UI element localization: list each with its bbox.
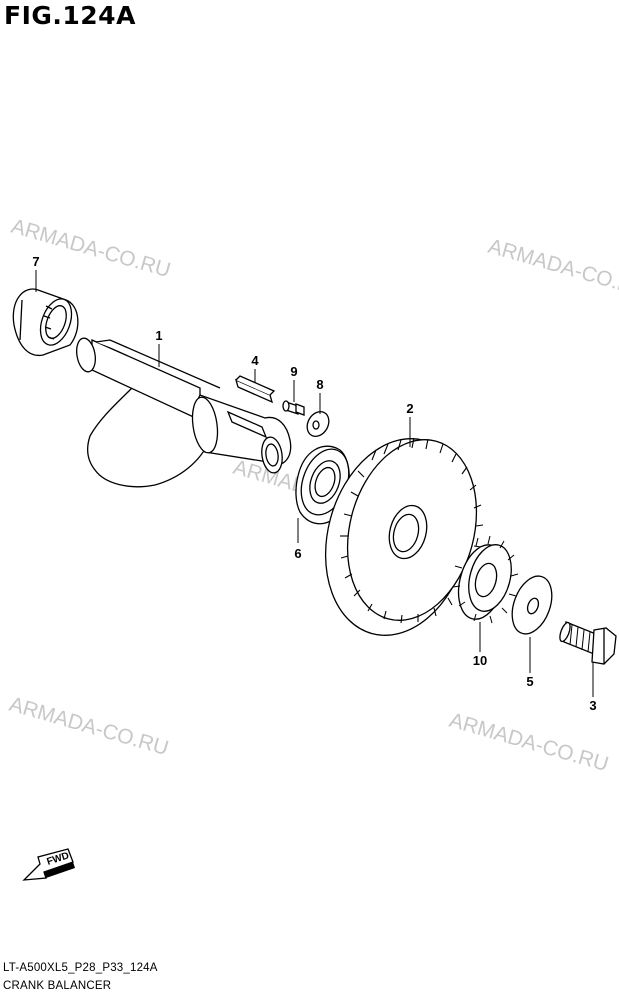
gear-small-part-10 <box>452 535 519 624</box>
part-number-2: 2 <box>406 401 413 416</box>
key-part-4 <box>234 375 276 404</box>
leader-lines <box>35 270 594 697</box>
part-number-9: 9 <box>290 364 297 379</box>
balancer-driven-gear-part-2 <box>324 437 484 636</box>
needle-bearing-part-7 <box>12 288 79 357</box>
bolt-part-3 <box>559 621 617 665</box>
balancer-shaft-part-1 <box>76 337 292 488</box>
figure-title: FIG.124A <box>4 1 136 30</box>
part-number-5: 5 <box>526 674 533 689</box>
washer-small-part-8 <box>306 411 330 437</box>
watermark-2: ARMADA-CO.RU <box>486 235 619 302</box>
watermark-1: ARMADA-CO.RU <box>9 215 173 282</box>
part-number-7: 7 <box>32 254 39 269</box>
part-number-8: 8 <box>316 377 323 392</box>
diagram-caption: CRANK BALANCER <box>3 980 112 992</box>
washer-part-5 <box>511 575 553 635</box>
part-number-3: 3 <box>589 698 596 713</box>
diagram-code: LT-A500XL5_P28_P33_124A <box>3 962 158 974</box>
part-number-6: 6 <box>294 546 301 561</box>
part-number-1: 1 <box>155 328 162 343</box>
watermark-5: ARMADA-CO.RU <box>447 709 611 776</box>
screw-part-9 <box>282 400 305 416</box>
fwd-arrow-icon: FWD <box>22 848 75 881</box>
part-number-10: 10 <box>473 653 487 668</box>
part-number-4: 4 <box>251 353 259 368</box>
watermark-4: ARMADA-CO.RU <box>7 693 171 760</box>
